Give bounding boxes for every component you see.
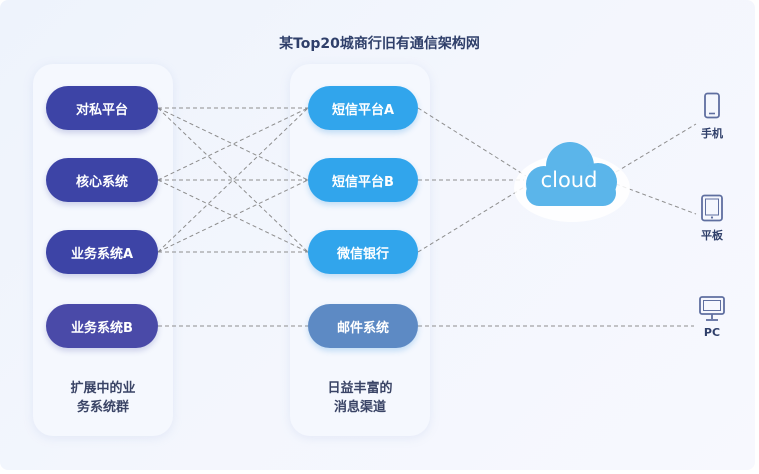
link-ch3-cloud	[417, 185, 527, 253]
link-cloud-phone	[615, 123, 697, 173]
device-label-phone: 手机	[701, 127, 723, 140]
tablet-icon	[701, 194, 723, 222]
channel-node: 邮件系统	[308, 304, 418, 348]
link-ch1-cloud	[417, 107, 527, 177]
phone-icon	[704, 92, 720, 119]
system-node: 业务系统A	[46, 230, 158, 274]
system-node: 业务系统B	[46, 304, 158, 348]
device-label-tablet: 平板	[701, 229, 723, 242]
system-group-caption: 扩展中的业 务系统群	[70, 381, 136, 415]
diagram-title: 某Top20城商行旧有通信架构网	[279, 36, 480, 52]
channel-node: 微信银行	[308, 230, 418, 274]
system-node: 核心系统	[46, 158, 158, 202]
cloud-icon	[514, 142, 630, 222]
cloud-label: cloud	[540, 168, 598, 192]
channel-node: 短信平台B	[308, 158, 418, 202]
channel-node: 短信平台A	[308, 86, 418, 130]
system-node: 对私平台	[46, 86, 158, 130]
channel-group-caption: 日益丰富的 消息渠道	[327, 381, 393, 415]
monitor-icon	[699, 296, 725, 321]
device-label-pc: PC	[703, 326, 721, 339]
